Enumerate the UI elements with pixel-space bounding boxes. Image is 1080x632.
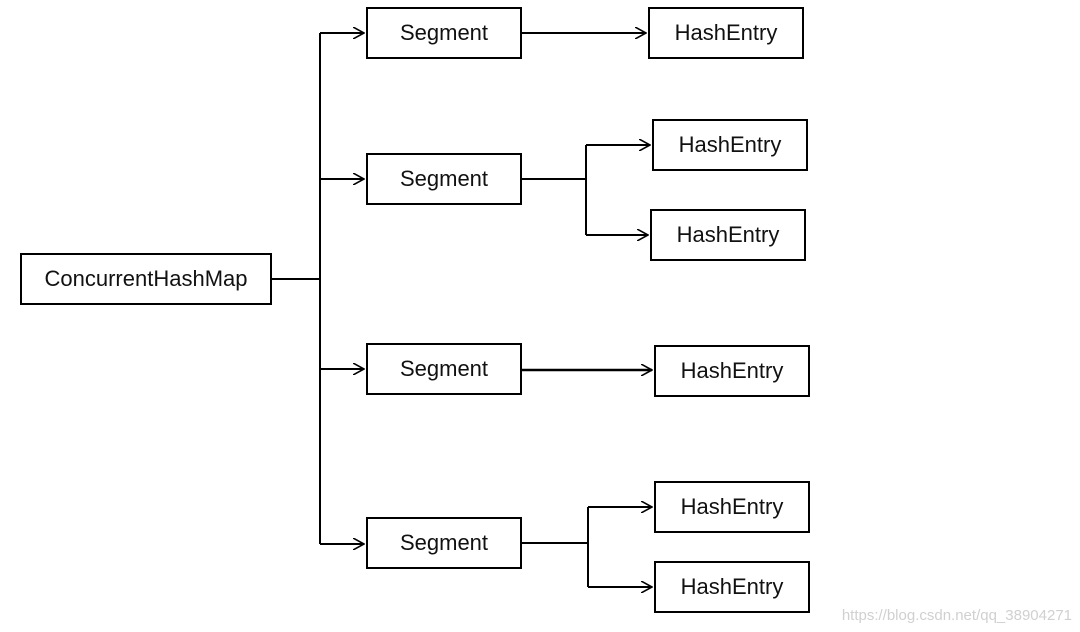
connector-segment-4-branch: [522, 507, 589, 587]
node-segment-2: Segment: [366, 153, 522, 205]
node-segment-4-label: Segment: [399, 530, 489, 555]
node-segment-3-label: Segment: [399, 356, 489, 381]
node-hashentry-2-1: HashEntry: [652, 119, 808, 171]
node-hashentry-4-1: HashEntry: [654, 481, 810, 533]
node-hashentry-label: HashEntry: [674, 20, 778, 45]
node-hashentry-label: HashEntry: [676, 222, 780, 247]
node-hashentry-2-2: HashEntry: [650, 209, 806, 261]
node-segment-2-label: Segment: [399, 166, 489, 191]
node-hashentry-1-1: HashEntry: [648, 7, 804, 59]
watermark-text: https://blog.csdn.net/qq_38904271: [841, 607, 1072, 624]
node-hashentry-4-2: HashEntry: [654, 561, 810, 613]
node-concurrenthashmap: ConcurrentHashMap: [20, 253, 272, 305]
connector-segment-2-branch: [522, 145, 587, 235]
node-hashentry-label: HashEntry: [678, 132, 782, 157]
node-concurrenthashmap-label: ConcurrentHashMap: [44, 266, 248, 291]
node-hashentry-label: HashEntry: [680, 358, 784, 383]
node-segment-1: Segment: [366, 7, 522, 59]
node-segment-1-label: Segment: [399, 20, 489, 45]
node-hashentry-label: HashEntry: [680, 494, 784, 519]
node-segment-3: Segment: [366, 343, 522, 395]
node-hashentry-label: HashEntry: [680, 574, 784, 599]
node-segment-4: Segment: [366, 517, 522, 569]
node-hashentry-3-1: HashEntry: [654, 345, 810, 397]
